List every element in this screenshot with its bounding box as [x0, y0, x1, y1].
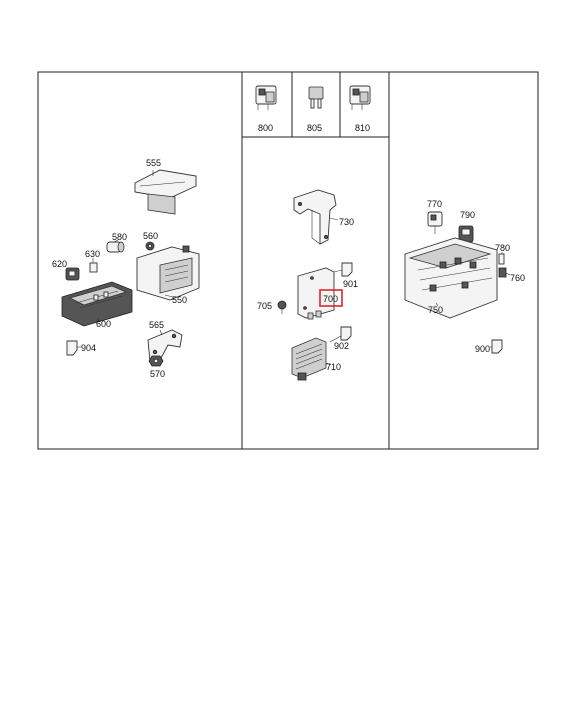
label-810: 810 [355, 123, 370, 133]
part-555-cover[interactable] [134, 169, 197, 215]
part-750-fuse-box[interactable] [404, 237, 498, 319]
label-570: 570 [150, 369, 165, 379]
part-800-relay[interactable] [255, 85, 277, 110]
part-705-screw[interactable] [277, 300, 287, 314]
label-700[interactable]: 700 [323, 294, 338, 304]
label-770: 770 [427, 199, 442, 209]
label-900: 900 [475, 344, 490, 354]
label-630: 630 [85, 249, 100, 259]
part-570-nut[interactable] [148, 355, 164, 367]
label-750: 750 [428, 305, 443, 315]
part-805-fuse[interactable] [308, 86, 324, 109]
part-902-connector[interactable] [329, 326, 352, 343]
part-900-connector[interactable] [490, 339, 503, 354]
part-904-connector[interactable] [66, 340, 81, 356]
part-901-connector[interactable] [333, 262, 353, 277]
highlight-700 [319, 289, 343, 307]
label-800: 800 [258, 123, 273, 133]
label-555: 555 [146, 158, 161, 168]
part-550-housing[interactable] [136, 245, 200, 301]
part-730-bracket[interactable] [293, 189, 339, 245]
label-790: 790 [460, 210, 475, 220]
label-904: 904 [81, 343, 96, 353]
label-902: 902 [334, 341, 349, 351]
part-560-grommet[interactable] [145, 241, 155, 251]
label-550: 550 [172, 295, 187, 305]
label-730: 730 [339, 217, 354, 227]
label-600: 600 [96, 319, 111, 329]
label-805: 805 [307, 123, 322, 133]
label-760: 760 [510, 273, 525, 283]
part-760-fuse[interactable] [498, 267, 511, 278]
part-780-fuse[interactable] [498, 252, 505, 265]
label-560: 560 [143, 231, 158, 241]
part-770-relay[interactable] [427, 211, 443, 234]
diagram-frame [37, 71, 539, 450]
label-565: 565 [149, 320, 164, 330]
label-580: 580 [112, 232, 127, 242]
part-580-plug[interactable] [106, 239, 125, 253]
label-901: 901 [343, 279, 358, 289]
part-810-relay[interactable] [349, 85, 371, 110]
label-705: 705 [257, 301, 272, 311]
label-780: 780 [495, 243, 510, 253]
label-710: 710 [326, 362, 341, 372]
part-600-fuse-block[interactable] [61, 281, 133, 327]
part-710-module[interactable] [291, 337, 332, 381]
part-620-relay[interactable] [65, 267, 80, 281]
label-620: 620 [52, 259, 67, 269]
part-630-clip[interactable] [89, 258, 98, 273]
